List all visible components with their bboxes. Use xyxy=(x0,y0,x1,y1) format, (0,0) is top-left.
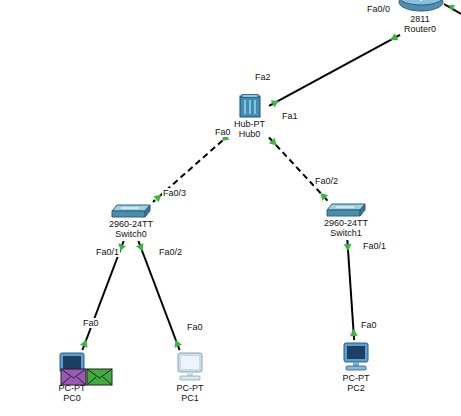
hub-icon xyxy=(239,94,261,118)
device-model: Hub-PT xyxy=(234,119,265,129)
crossover-link xyxy=(153,134,230,202)
device-name: Hub0 xyxy=(234,129,265,139)
device-name: Router0 xyxy=(404,24,436,34)
link-light xyxy=(80,340,87,348)
link-light xyxy=(174,340,181,348)
straight-link xyxy=(347,240,354,340)
pc-node: PC-PTPC2 xyxy=(339,342,373,393)
port-label: Fa0 xyxy=(82,318,100,328)
link-line xyxy=(269,35,400,106)
link-line xyxy=(138,241,179,350)
device-model: 2811 xyxy=(404,14,436,24)
device-name: Switch0 xyxy=(109,229,153,239)
link-line xyxy=(153,134,230,202)
link-line xyxy=(347,240,354,340)
link-light xyxy=(271,100,279,107)
straight-link xyxy=(82,241,123,350)
pc-node: PC-PTPC1 xyxy=(173,352,207,403)
device-name: PC0 xyxy=(57,393,87,403)
link-line xyxy=(269,138,328,201)
link-light xyxy=(390,33,398,40)
port-label: Fa0 xyxy=(360,320,378,330)
switch-icon xyxy=(326,203,366,217)
link-light xyxy=(153,195,161,203)
port-label: Fa0 xyxy=(214,127,232,137)
straight-link xyxy=(269,35,400,106)
port-label: Fa0/3 xyxy=(162,188,187,198)
crossover-link xyxy=(269,138,328,201)
port-label: Fa1 xyxy=(281,111,299,121)
device-name: PC2 xyxy=(341,383,371,393)
port-label: Fa0/1 xyxy=(95,247,120,257)
port-label: Fa0 xyxy=(186,322,204,332)
switch-node: 2960-24TTSwitch1 xyxy=(322,203,370,238)
port-label: Fa2 xyxy=(254,72,272,82)
offscreen-link xyxy=(444,4,461,14)
pdu-envelope-icon xyxy=(60,368,114,386)
router-icon xyxy=(399,0,443,11)
link-line xyxy=(82,241,123,350)
pc-icon xyxy=(175,352,205,382)
device-model: 2960-24TT xyxy=(109,219,153,229)
hub-node: Hub-PTHub0 xyxy=(232,94,267,139)
device-model: PC-PT xyxy=(341,373,371,383)
device-name: PC1 xyxy=(175,393,205,403)
link-light xyxy=(344,244,352,251)
port-label: Fa0/1 xyxy=(362,241,387,251)
link-light xyxy=(448,5,455,11)
router-node: 2811Router0 xyxy=(402,14,438,34)
link-light xyxy=(269,138,277,146)
port-label: Fa0/2 xyxy=(158,247,183,257)
link-light xyxy=(320,193,328,201)
link-light xyxy=(350,329,358,336)
port-label: Fa0/0 xyxy=(366,4,391,14)
switch-icon xyxy=(111,204,151,218)
device-model: PC-PT xyxy=(175,383,205,393)
straight-link xyxy=(138,241,179,350)
port-label: Fa0/2 xyxy=(314,176,339,186)
switch-node: 2960-24TTSwitch0 xyxy=(107,204,155,239)
pc-icon xyxy=(341,342,371,372)
link-light xyxy=(136,243,143,251)
device-model: 2960-24TT xyxy=(324,218,368,228)
device-name: Switch1 xyxy=(324,228,368,238)
